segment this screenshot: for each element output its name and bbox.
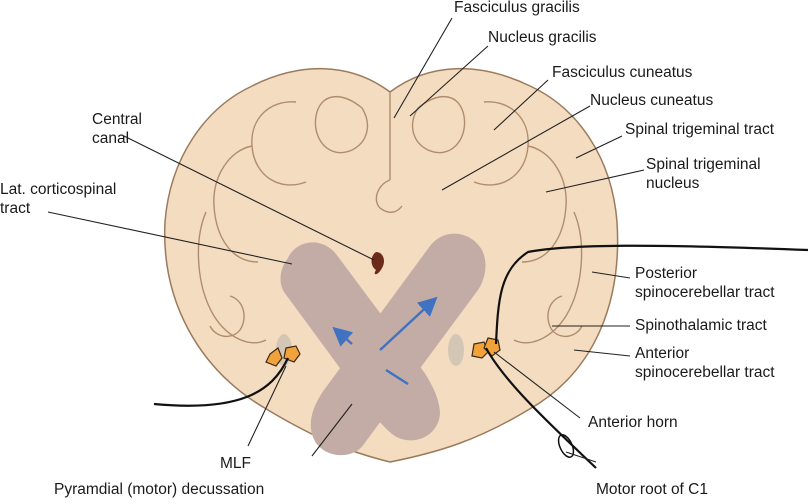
label-posterior-spinocerebellar-tract: Posterior spinocerebellar tract	[635, 264, 775, 302]
label-spinal-trigeminal-nucleus-line-1: Spinal trigeminal	[646, 156, 761, 173]
label-fasciculus-cuneatus: Fasciculus cuneatus	[552, 64, 693, 81]
neuron-left-1	[265, 347, 283, 367]
label-central-canal-line-1: Central	[92, 111, 142, 128]
label-lat-corticospinal-tract-line-1: Lat. corticospinal	[0, 181, 117, 198]
label-anterior-spinocerebellar-tract-line-2: spinocerebellar tract	[635, 364, 775, 381]
label-motor-root-c1: Motor root of C1	[596, 481, 708, 498]
label-central-canal: Central canal	[92, 110, 142, 148]
label-mlf: MLF	[220, 455, 251, 472]
central-canal-shape	[371, 252, 384, 275]
label-pyramidal-decussation: Pyramdial (motor) decussation	[54, 481, 265, 498]
leader-lines	[47, 17, 645, 463]
label-nucleus-gracilis: Nucleus gracilis	[488, 29, 597, 46]
label-spinal-trigeminal-nucleus: Spinal trigeminal nucleus	[646, 155, 761, 193]
internal-structure-lines	[197, 92, 583, 344]
decussation-arrows	[332, 296, 438, 386]
mlf-right-shape	[448, 334, 464, 366]
label-posterior-spinocerebellar-tract-line-1: Posterior	[635, 265, 698, 282]
label-lat-corticospinal-tract: Lat. corticospinal tract	[0, 180, 116, 218]
label-fasciculus-gracilis: Fasciculus gracilis	[454, 0, 580, 16]
nerve-fibers	[153, 244, 808, 469]
label-nucleus-cuneatus: Nucleus cuneatus	[590, 92, 714, 109]
label-spinal-trigeminal-nucleus-line-2: nucleus	[646, 175, 700, 192]
pyramidal-decussation-shape	[280, 233, 486, 456]
label-lat-corticospinal-tract-line-2: tract	[0, 200, 31, 217]
label-posterior-spinocerebellar-tract-line-2: spinocerebellar tract	[635, 284, 775, 301]
label-anterior-horn: Anterior horn	[588, 414, 678, 431]
motor-root-ring	[557, 434, 575, 458]
label-anterior-spinocerebellar-tract-line-1: Anterior	[635, 345, 690, 362]
label-spinothalamic-tract: Spinothalamic tract	[635, 317, 767, 334]
label-spinal-trigeminal-tract: Spinal trigeminal tract	[625, 121, 775, 138]
label-anterior-spinocerebellar-tract: Anterior spinocerebellar tract	[635, 344, 775, 382]
neuron-right-1	[471, 341, 489, 359]
label-central-canal-line-2: canal	[92, 130, 130, 147]
